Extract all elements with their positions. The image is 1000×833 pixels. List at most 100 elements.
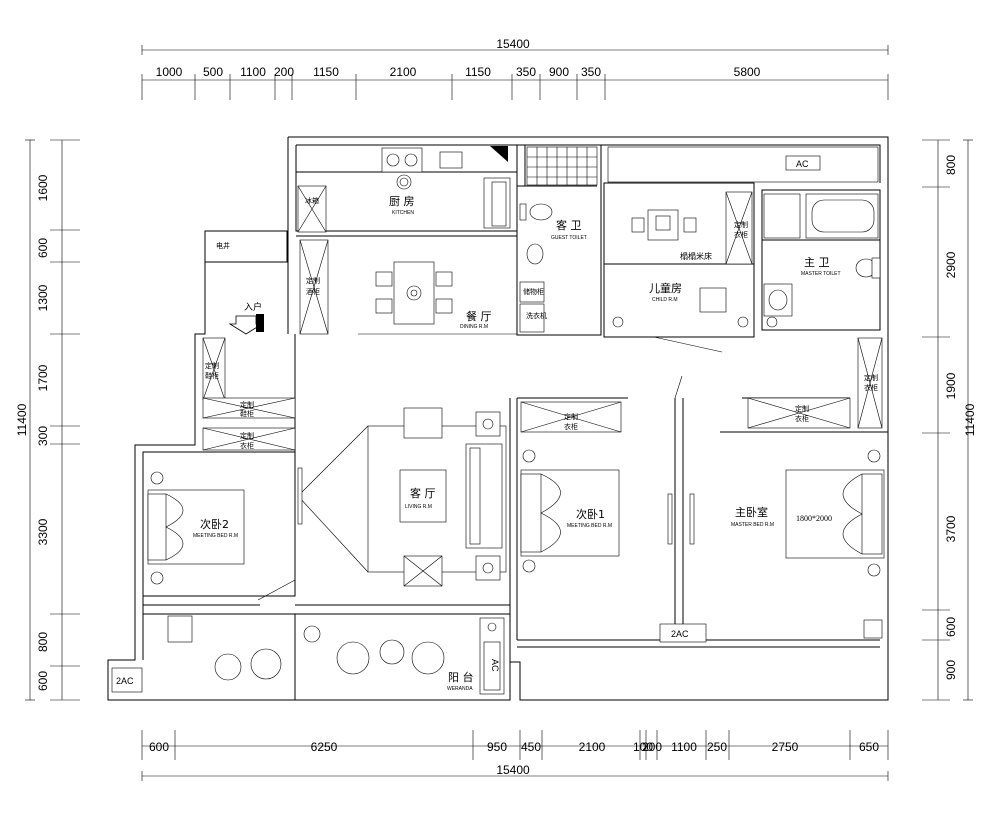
child-wardrobe-label: 衣柜 xyxy=(734,230,748,239)
master-bed-title: 主卧室 xyxy=(735,505,768,519)
master-toilet-title: 主 卫 xyxy=(804,256,830,269)
guest-toilet-fixtures xyxy=(519,146,598,333)
dim-right-3: 3700 xyxy=(944,515,958,542)
bedroom2-subtitle: MEETING BED R.M xyxy=(193,533,238,539)
dim-left-6: 800 xyxy=(36,632,50,652)
ac-platform-top xyxy=(607,146,879,183)
living-title: 客 厅 xyxy=(410,486,436,500)
dim-bottom-2: 950 xyxy=(487,740,507,754)
bedroom2-furniture xyxy=(147,471,282,681)
dim-top-3: 200 xyxy=(274,65,294,79)
dim-left-total: 11400 xyxy=(15,403,29,436)
dim-bottom-10: 650 xyxy=(859,740,879,754)
dim-left-4: 300 xyxy=(36,426,50,446)
dim-bottom-4: 2100 xyxy=(579,740,606,754)
dim-top-6: 1150 xyxy=(465,65,491,79)
wine-cabinet xyxy=(299,239,329,335)
wine-cabinet-label: 酒柜 xyxy=(306,287,320,296)
guest-toilet-title: 客 卫 xyxy=(556,218,582,232)
dim-top-9: 350 xyxy=(581,65,601,79)
dim-bottom-8: 250 xyxy=(707,740,727,754)
dim-bottom-9: 2750 xyxy=(772,740,799,754)
balcony-furniture xyxy=(303,617,505,695)
child-wardrobe-custom: 定制 xyxy=(734,220,748,229)
ac-balcony-label: AC xyxy=(490,659,500,672)
master-bedroom-furniture xyxy=(659,337,885,643)
entry-label: 入户 xyxy=(244,301,262,313)
dim-bottom-5: 100 xyxy=(633,740,653,754)
shoe-cabinet-custom: 定制 xyxy=(205,361,219,370)
child-room-title: 儿童房 xyxy=(649,281,682,295)
bedroom1-subtitle: MEETING BED R.M xyxy=(567,523,612,529)
dim-right-2: 1900 xyxy=(944,372,958,399)
dimension-lines xyxy=(25,45,973,781)
shoe-cabinet-label: 鞋柜 xyxy=(205,371,219,380)
dim-left-2: 1300 xyxy=(36,284,50,311)
bedroom1-wardrobe-label: 衣柜 xyxy=(564,422,578,431)
ac-left-label: 2AC xyxy=(116,676,134,686)
ac-unit-left xyxy=(111,667,143,693)
living-subtitle: LIVING R.M xyxy=(405,504,432,510)
master-bed-subtitle: MASTER BED R.M xyxy=(731,522,774,528)
dining-table xyxy=(375,261,453,325)
dim-bottom-3: 450 xyxy=(521,740,541,754)
guest-toilet-subtitle: GUEST TOILET xyxy=(551,235,587,241)
shoe-cabinet-2-label: 鞋柜 xyxy=(240,409,254,418)
dim-bottom-7: 1100 xyxy=(671,740,697,754)
ac-bottom-label: 2AC xyxy=(671,629,689,639)
dim-top-total: 15400 xyxy=(496,37,530,51)
master-toilet-fixtures xyxy=(763,193,881,328)
dim-bottom-0: 600 xyxy=(149,740,169,754)
bedroom1-wardrobe-custom: 定制 xyxy=(564,412,578,421)
custom-shoe-cabinet-2 xyxy=(202,397,296,419)
shoe-cabinet-2-custom: 定制 xyxy=(240,400,254,409)
dim-left-1: 600 xyxy=(36,238,50,258)
ac-top-label: AC xyxy=(796,159,809,169)
dim-left-7: 600 xyxy=(36,671,50,691)
dim-top-2: 1100 xyxy=(240,65,266,79)
storage-label: 储物柜 xyxy=(523,287,544,296)
living-room-furniture xyxy=(297,407,507,587)
veranda-subtitle: WERANDA xyxy=(447,686,473,692)
child-room-subtitle: CHILD R.M xyxy=(652,297,678,303)
child-room-fixtures xyxy=(612,191,753,328)
ac-unit-top xyxy=(785,155,821,171)
dim-left-0: 1600 xyxy=(36,174,50,201)
tatami-label: 榻榻米床 xyxy=(680,251,712,261)
washer-label: 洗衣机 xyxy=(526,311,547,320)
dim-top-1: 500 xyxy=(203,65,223,79)
bedroom2-wardrobe-custom: 定制 xyxy=(240,431,254,440)
dim-right-4: 600 xyxy=(944,617,958,637)
dim-left-5: 3300 xyxy=(36,518,50,545)
dim-right-total: 11400 xyxy=(963,403,977,436)
kitchen-subtitle: KITCHEN xyxy=(392,210,414,216)
bed-size-label: 1800*2000 xyxy=(796,514,832,523)
dim-top-10: 5800 xyxy=(734,65,761,79)
kitchen-fixtures xyxy=(297,146,511,233)
dim-top-7: 350 xyxy=(516,65,536,79)
bedroom2-wardrobe xyxy=(202,427,296,451)
bedroom2-title: 次卧2 xyxy=(200,517,229,531)
dim-bottom-1: 6250 xyxy=(311,740,338,754)
meter-shaft-label: 电井 xyxy=(216,241,230,250)
dim-bottom-6: 200 xyxy=(642,740,662,754)
dining-subtitle: DINING R.M xyxy=(460,324,488,330)
dim-top-0: 1000 xyxy=(156,65,183,79)
bedroom1-title: 次卧1 xyxy=(576,507,605,521)
kitchen-title: 厨 房 xyxy=(389,195,415,208)
veranda-title: 阳 台 xyxy=(448,670,474,684)
dim-bottom-total: 15400 xyxy=(496,763,530,777)
dim-top-4: 1150 xyxy=(313,65,339,79)
dim-top-8: 900 xyxy=(549,65,569,79)
dim-right-0: 800 xyxy=(944,155,958,175)
master-wardrobe-label: 衣柜 xyxy=(795,414,809,423)
wine-custom-label: 定制 xyxy=(306,276,320,285)
entry-arrow-icon xyxy=(228,314,264,335)
bedroom2-wardrobe-label: 衣柜 xyxy=(240,441,254,450)
fridge-label: 冰箱 xyxy=(305,196,319,205)
